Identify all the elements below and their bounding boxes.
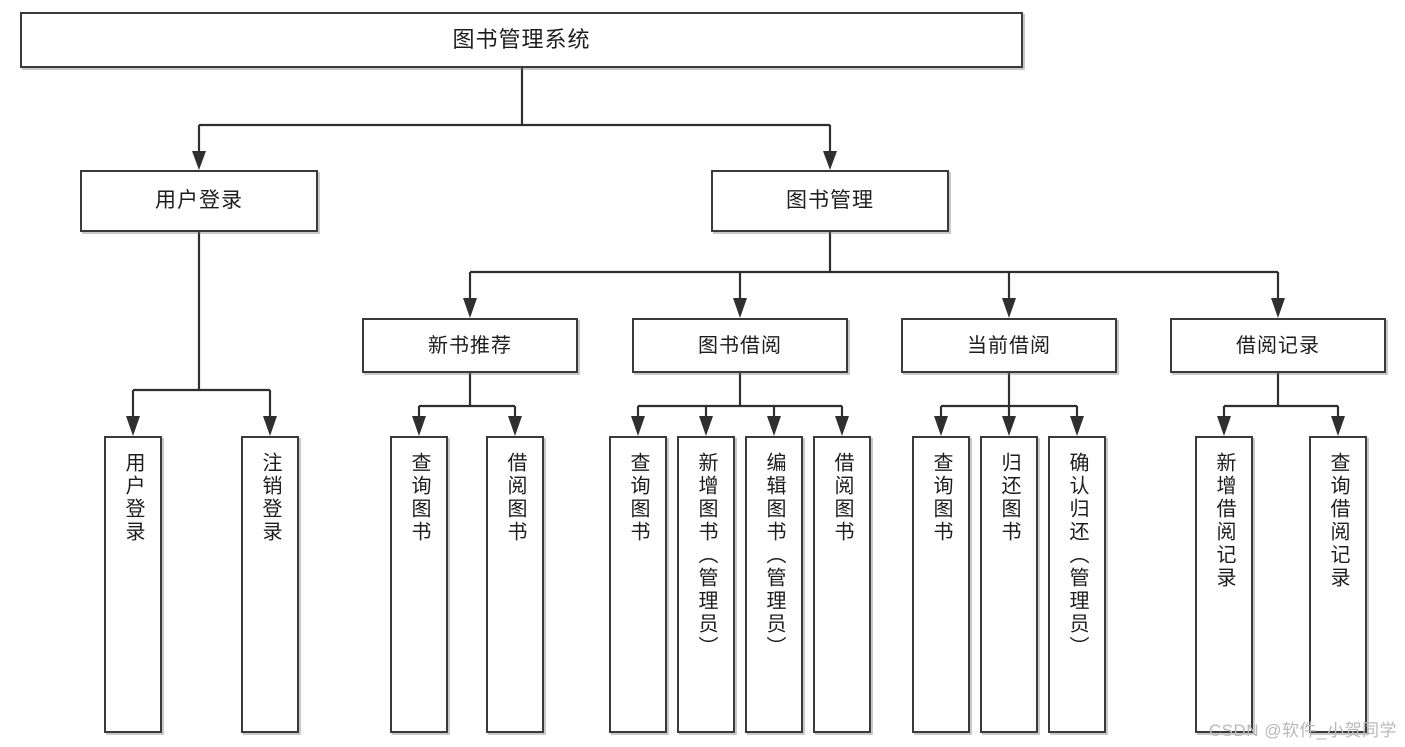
arrowhead-new-book-recommend [463,298,477,318]
node-label: 查询图书 [930,452,952,544]
leaf-add-book-admin[interactable]: 新增图书（管理员） [677,436,735,733]
arrowhead-leaf-borrow-book-b [835,416,849,436]
node-label: 图书管理 [786,189,874,213]
node-book-borrow[interactable]: 图书借阅 [632,318,848,373]
node-label: 借阅记录 [1236,334,1320,357]
leaf-query-book-recommend[interactable]: 查询图书 [390,436,448,733]
node-root-system[interactable]: 图书管理系统 [20,12,1023,68]
node-label: 确认归还（管理员） [1066,452,1088,659]
node-label: 注销登录 [259,452,281,544]
leaf-user-login[interactable]: 用户登录 [104,436,162,733]
node-label: 查询图书 [627,452,649,544]
leaf-query-borrow-record[interactable]: 查询借阅记录 [1309,436,1367,733]
csdn-watermark: CSDN @软件_小贺同学 [1208,721,1397,740]
node-label: 归还图书 [998,452,1020,544]
arrowhead-leaf-return-book [1002,416,1016,436]
leaf-borrow-book-recommend[interactable]: 借阅图书 [486,436,544,733]
node-label: 查询图书 [408,452,430,544]
node-label: 查询借阅记录 [1327,452,1349,590]
node-label: 编辑图书（管理员） [763,452,785,659]
arrowhead-leaf-add-record [1217,416,1231,436]
node-label: 借阅图书 [504,452,526,544]
node-label: 图书管理系统 [452,26,591,52]
node-label: 用户登录 [155,189,243,213]
arrowhead-book-manage [823,151,837,170]
arrowhead-leaf-logout [263,416,277,436]
arrowhead-current-borrow [1002,298,1016,318]
node-label: 新书推荐 [428,334,512,357]
leaf-borrow-book[interactable]: 借阅图书 [813,436,871,733]
node-book-management[interactable]: 图书管理 [711,170,949,232]
node-label: 图书借阅 [698,334,782,357]
arrowhead-user-login [192,151,206,170]
arrowhead-borrow-record [1271,298,1285,318]
leaf-add-borrow-record[interactable]: 新增借阅记录 [1195,436,1253,733]
leaf-query-book-borrow[interactable]: 查询图书 [609,436,667,733]
arrowhead-leaf-edit-book [767,416,781,436]
arrowhead-leaf-confirm-return [1070,416,1084,436]
node-new-book-recommend[interactable]: 新书推荐 [362,318,578,373]
arrowhead-book-borrow [733,298,747,318]
arrowhead-leaf-borrow-book-a [508,416,522,436]
node-borrow-record[interactable]: 借阅记录 [1170,318,1386,373]
arrowhead-leaf-query-book-c [934,416,948,436]
leaf-return-book[interactable]: 归还图书 [980,436,1038,733]
leaf-edit-book-admin[interactable]: 编辑图书（管理员） [745,436,803,733]
leaf-query-book-current[interactable]: 查询图书 [912,436,970,733]
node-label: 借阅图书 [831,452,853,544]
leaf-logout[interactable]: 注销登录 [241,436,299,733]
arrowhead-leaf-query-book-b [631,416,645,436]
node-label: 新增借阅记录 [1213,452,1235,590]
node-label: 用户登录 [122,452,144,544]
node-user-login[interactable]: 用户登录 [80,170,318,232]
leaf-confirm-return-admin[interactable]: 确认归还（管理员） [1048,436,1106,733]
arrowhead-leaf-query-book-a [412,416,426,436]
arrowhead-leaf-add-book [699,416,713,436]
node-current-borrow[interactable]: 当前借阅 [901,318,1117,373]
arrowhead-leaf-user-login [126,416,140,436]
arrowhead-leaf-query-record [1331,416,1345,436]
node-label: 新增图书（管理员） [695,452,717,659]
node-label: 当前借阅 [967,334,1051,357]
